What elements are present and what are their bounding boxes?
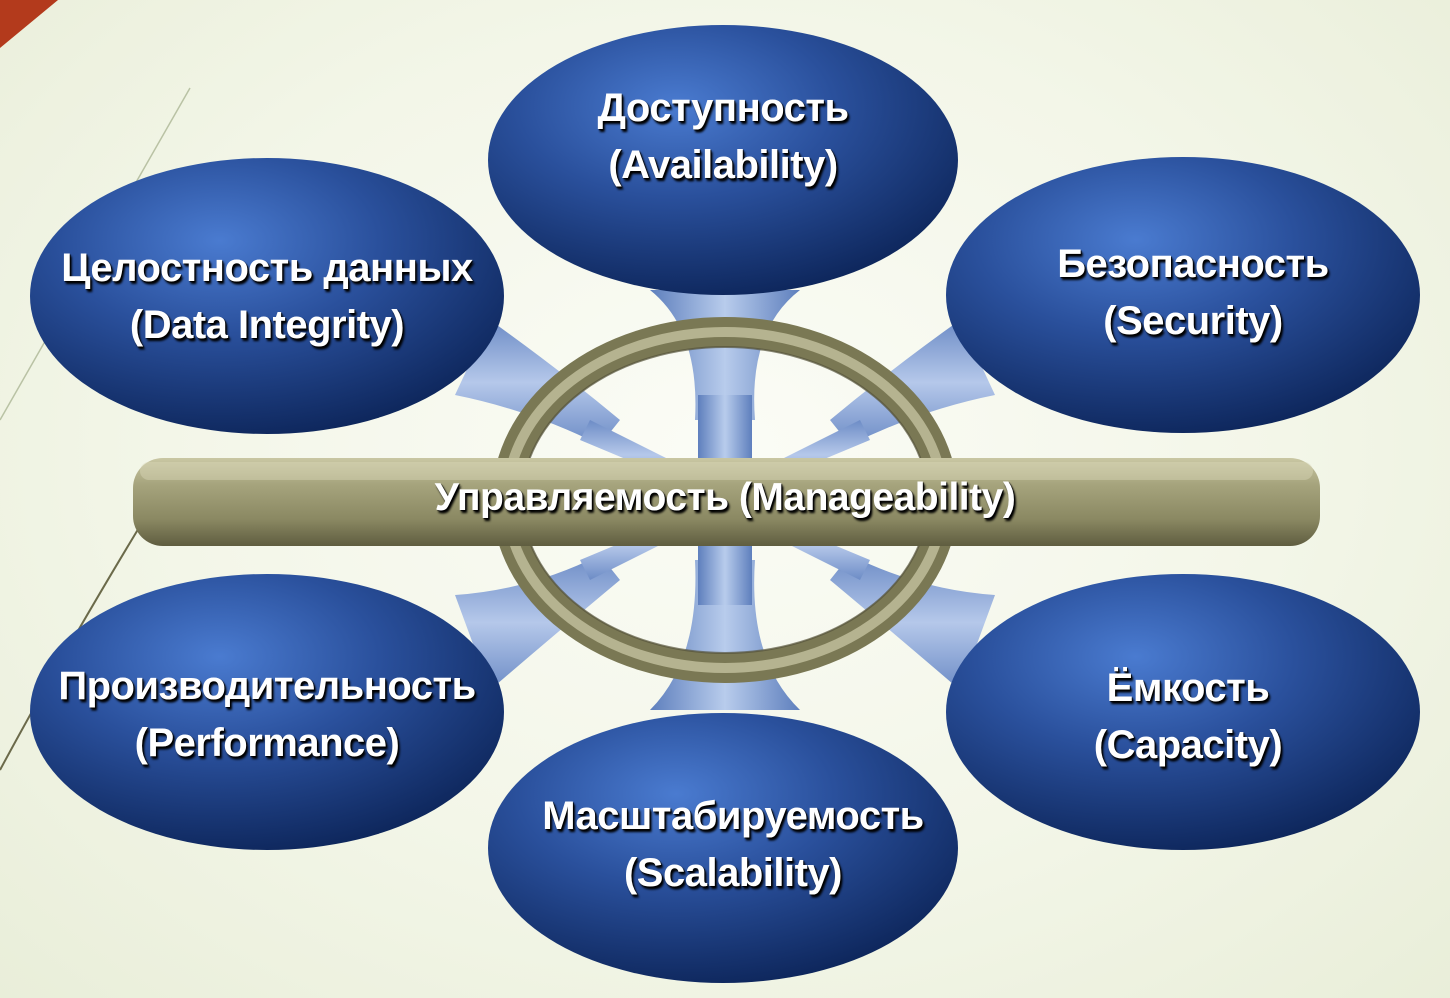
node-availability-ellipse — [488, 25, 958, 295]
node-security-en: (Security) — [1103, 299, 1283, 343]
node-data-integrity-en: (Data Integrity) — [129, 303, 405, 347]
spoke-security — [830, 320, 995, 445]
node-capacity-ru: Ёмкость — [1106, 666, 1270, 710]
node-scalability: Масштабируемость (Scalability) — [503, 788, 963, 902]
node-capacity-en: (Capacity) — [1093, 723, 1283, 767]
node-availability: Доступность (Availability) — [523, 80, 923, 194]
center-label: Управляемость (Manageability) — [434, 476, 1016, 519]
node-scalability-ru: Масштабируемость — [542, 794, 924, 838]
node-performance-ru: Производительность — [58, 664, 476, 708]
node-security: Безопасность (Security) — [983, 236, 1403, 350]
spoke-performance — [455, 555, 620, 690]
node-data-integrity-ru: Целостность данных — [61, 246, 473, 290]
node-capacity-ellipse — [946, 574, 1420, 850]
node-data-integrity-ellipse — [30, 158, 504, 434]
node-availability-ru: Доступность — [597, 86, 849, 130]
nodes — [30, 25, 1420, 983]
node-performance-ellipse — [30, 574, 504, 850]
node-capacity: Ёмкость (Capacity) — [983, 660, 1393, 774]
spoke-data-integrity — [455, 320, 620, 445]
node-security-ru: Безопасность — [1057, 242, 1329, 286]
management-bar — [133, 458, 1320, 546]
spoke-capacity — [830, 555, 995, 690]
node-performance: Производительность (Performance) — [37, 658, 497, 772]
node-availability-en: (Availability) — [608, 143, 838, 187]
node-data-integrity: Целостность данных (Data Integrity) — [42, 240, 492, 354]
corner-accent — [0, 0, 58, 48]
node-scalability-ellipse — [488, 713, 958, 983]
node-performance-en: (Performance) — [134, 721, 400, 765]
node-scalability-en: (Scalability) — [623, 851, 843, 895]
node-security-ellipse — [946, 157, 1420, 433]
